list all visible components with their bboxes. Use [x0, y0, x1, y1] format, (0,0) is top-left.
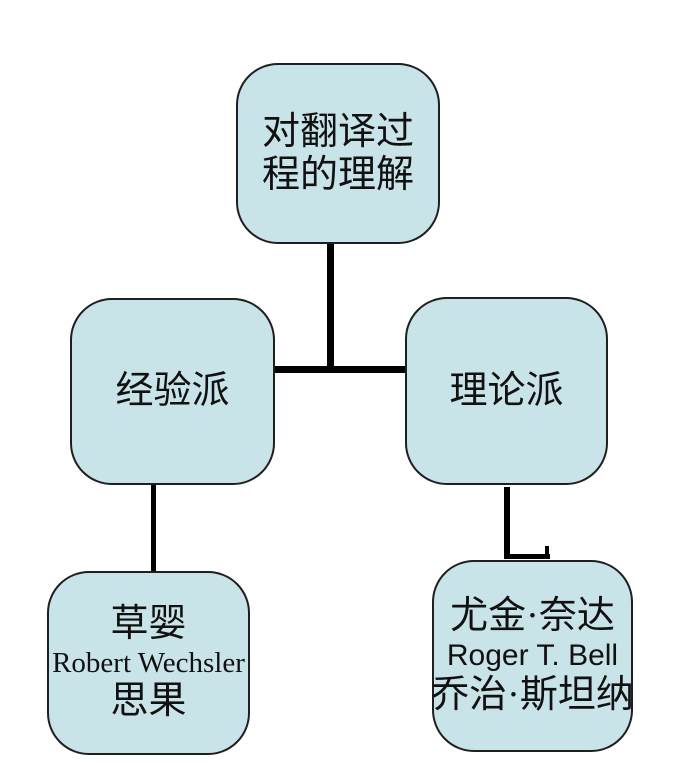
node-theoretical-representatives: 尤金·奈达 Roger T. Bell 乔治·斯坦纳: [431, 560, 634, 752]
node-empirical-school-label: 经验派: [115, 370, 230, 412]
connector-root-vertical: [327, 243, 334, 373]
theoretical-representative-1: 尤金·奈达: [450, 595, 615, 637]
connector-right-child-elbow: [504, 554, 550, 559]
node-empirical-school: 经验派: [70, 298, 275, 485]
empirical-representative-2: Robert Wechsler: [52, 647, 245, 679]
theoretical-representative-3: 乔治·斯坦纳: [431, 674, 634, 716]
empirical-representative-1: 草婴: [110, 603, 187, 645]
connector-right-child-vertical: [504, 487, 510, 559]
theoretical-representative-2: Roger T. Bell: [446, 639, 619, 672]
connector-left-child-vertical: [151, 484, 156, 572]
empirical-representative-3: 思果: [110, 680, 187, 722]
connector-right-child-tick: [545, 546, 549, 559]
node-theoretical-school: 理论派: [405, 297, 608, 485]
node-root-line-1: 对翻译过: [261, 110, 414, 153]
node-root-line-2: 程的理解: [261, 153, 414, 196]
connector-branch-horizontal: [275, 366, 405, 373]
node-root-translation-process: 对翻译过 程的理解: [236, 63, 440, 244]
node-theoretical-school-label: 理论派: [449, 369, 564, 412]
node-empirical-representatives: 草婴 Robert Wechsler 思果: [47, 571, 250, 755]
